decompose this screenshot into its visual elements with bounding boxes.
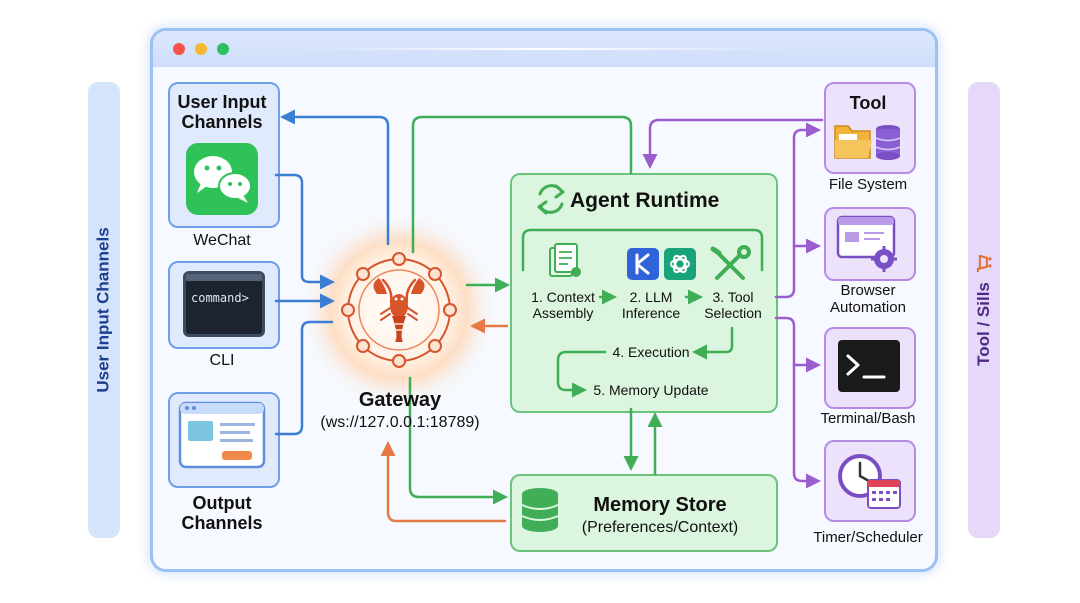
wechat-to-gateway-arrow	[274, 173, 335, 290]
database-icon	[521, 488, 559, 532]
file-db-icon	[875, 125, 901, 160]
wechat-label: WeChat	[193, 232, 251, 249]
terminal-bash-icon	[838, 340, 900, 392]
minimize-dot[interactable]	[195, 43, 207, 55]
gateway-to-input-arrow	[280, 109, 390, 246]
tool-timer-label: Timer/Scheduler	[813, 529, 923, 546]
gateway-nodes	[341, 252, 457, 368]
memory-store-subtitle: (Preferences/Context)	[581, 519, 739, 536]
gateway-title: Gateway	[358, 389, 442, 411]
cart-icon	[977, 255, 992, 273]
refresh-icon	[537, 184, 565, 215]
runtime-to-filesystem-arrow	[774, 122, 821, 299]
cli-command-text: command>	[191, 291, 249, 305]
step3-to-4-arrow	[692, 326, 734, 360]
clock-calendar-icon	[838, 454, 901, 509]
terminal-icon: command>	[183, 271, 265, 337]
memory-store-title: Memory Store	[593, 494, 727, 516]
step-llm-inference: 2. LLM Inference	[621, 289, 681, 321]
close-dot[interactable]	[173, 43, 185, 55]
gateway-to-output-arrow	[274, 320, 334, 436]
window-titlebar	[153, 31, 935, 67]
side-panel-left: User Input Channels	[88, 82, 120, 538]
output-channels-label: Output Channels	[181, 493, 263, 533]
tool-title: Tool	[849, 93, 887, 113]
step-tool-selection: 3. Tool Selection	[704, 289, 762, 321]
maximize-dot[interactable]	[217, 43, 229, 55]
tool-file-system-label: File System	[828, 176, 908, 193]
tool-browser-label: Browser Automation	[830, 282, 906, 316]
runtime-to-timer-line	[774, 316, 821, 489]
folder-icon	[834, 125, 872, 159]
lobster-icon	[373, 278, 425, 342]
step4-to-5-loop	[556, 350, 607, 398]
kimi-icon	[627, 248, 659, 280]
browser-gear-icon	[836, 215, 897, 272]
gateway-address: (ws://127.0.0.1:18789)	[320, 414, 480, 431]
document-icon	[549, 243, 581, 277]
tool-to-runtime-arrow	[642, 118, 824, 169]
openai-icon	[664, 248, 696, 280]
step-execution: 4. Execution	[612, 344, 690, 360]
runtime-loop-top	[521, 228, 764, 272]
side-panel-right: Tool / Sills	[968, 82, 1000, 538]
tools-icon	[710, 245, 751, 280]
user-input-channels-title: User Input Channels	[177, 92, 267, 132]
gateway-to-memory-arrow	[408, 376, 508, 505]
agent-runtime-title: Agent Runtime	[570, 189, 720, 212]
cli-label: CLI	[209, 352, 235, 369]
wechat-icon	[186, 143, 258, 215]
step-context-assembly: 1. Context Assembly	[531, 289, 595, 321]
memory-to-gateway-arrow	[380, 441, 507, 523]
gateway-to-runtime-top	[411, 115, 633, 254]
tool-terminal-label: Terminal/Bash	[820, 410, 916, 427]
output-window-icon	[178, 401, 266, 469]
step-memory-update: 5. Memory Update	[593, 382, 709, 398]
